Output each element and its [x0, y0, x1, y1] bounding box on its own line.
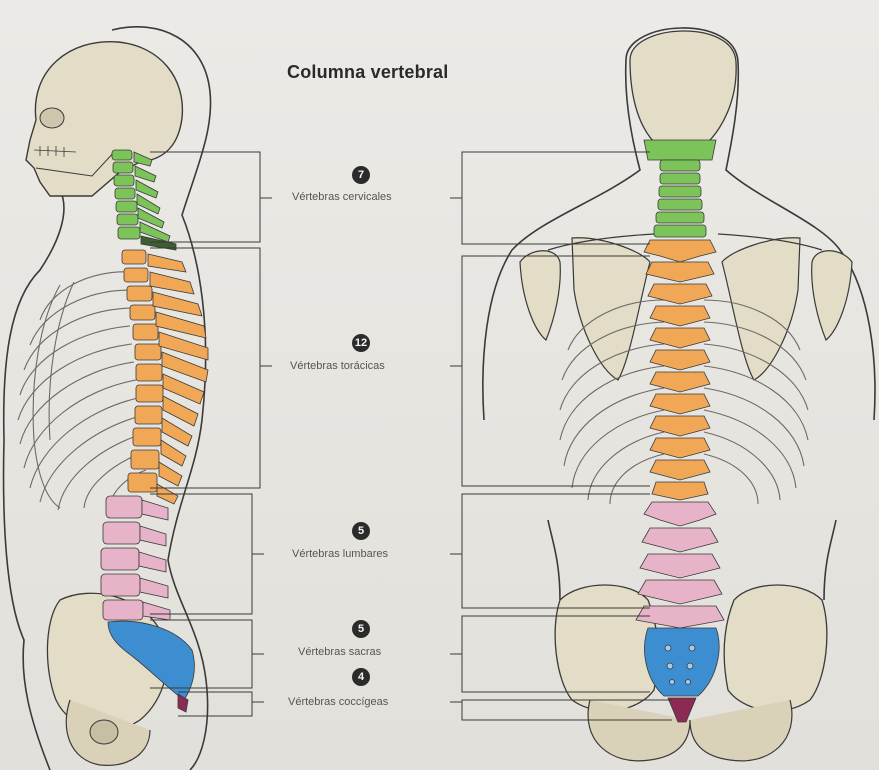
left-humerus-head: [520, 251, 560, 340]
right-scapula: [722, 238, 800, 380]
sacral-count-badge: 5: [352, 620, 370, 638]
diagram-title: Columna vertebral: [287, 62, 448, 83]
left-bracket-coccyx: [178, 692, 252, 716]
back-thoracic: [644, 240, 716, 500]
back-spine: [636, 140, 724, 722]
right-humerus-head: [812, 251, 852, 340]
left-bracket-cervical: [150, 152, 260, 242]
back-lumbar: [636, 502, 724, 628]
lumbar-count-badge: 5: [352, 522, 370, 540]
pelvis-right-ilium: [724, 585, 827, 711]
cervical-count-badge: 7: [352, 166, 370, 184]
skull-eye-socket: [40, 108, 64, 128]
coccyx-count-badge: 4: [352, 668, 370, 686]
side-skull: [26, 42, 182, 196]
back-sacrum: [645, 628, 720, 696]
pelvis-foramen: [90, 720, 118, 744]
coccyx-label: Vértebras coccígeas: [288, 696, 388, 708]
thoracic-count-badge: 12: [352, 334, 370, 352]
back-cervical: [644, 140, 716, 237]
left-scapula: [572, 238, 650, 380]
sacral-label: Vértebras sacras: [298, 646, 381, 658]
cervical-label: Vértebras cervicales: [292, 191, 392, 203]
lumbar-label: Vértebras lumbares: [292, 548, 388, 560]
side-cervical: [112, 150, 176, 250]
side-view: [4, 27, 211, 770]
right-bracket-cervical: [462, 152, 650, 244]
side-lumbar: [101, 496, 170, 620]
back-view: [483, 28, 875, 761]
back-head: [630, 31, 736, 146]
thoracic-label: Vértebras torácicas: [290, 360, 385, 372]
side-thoracic: [122, 250, 208, 504]
side-ribcage: [18, 272, 146, 510]
